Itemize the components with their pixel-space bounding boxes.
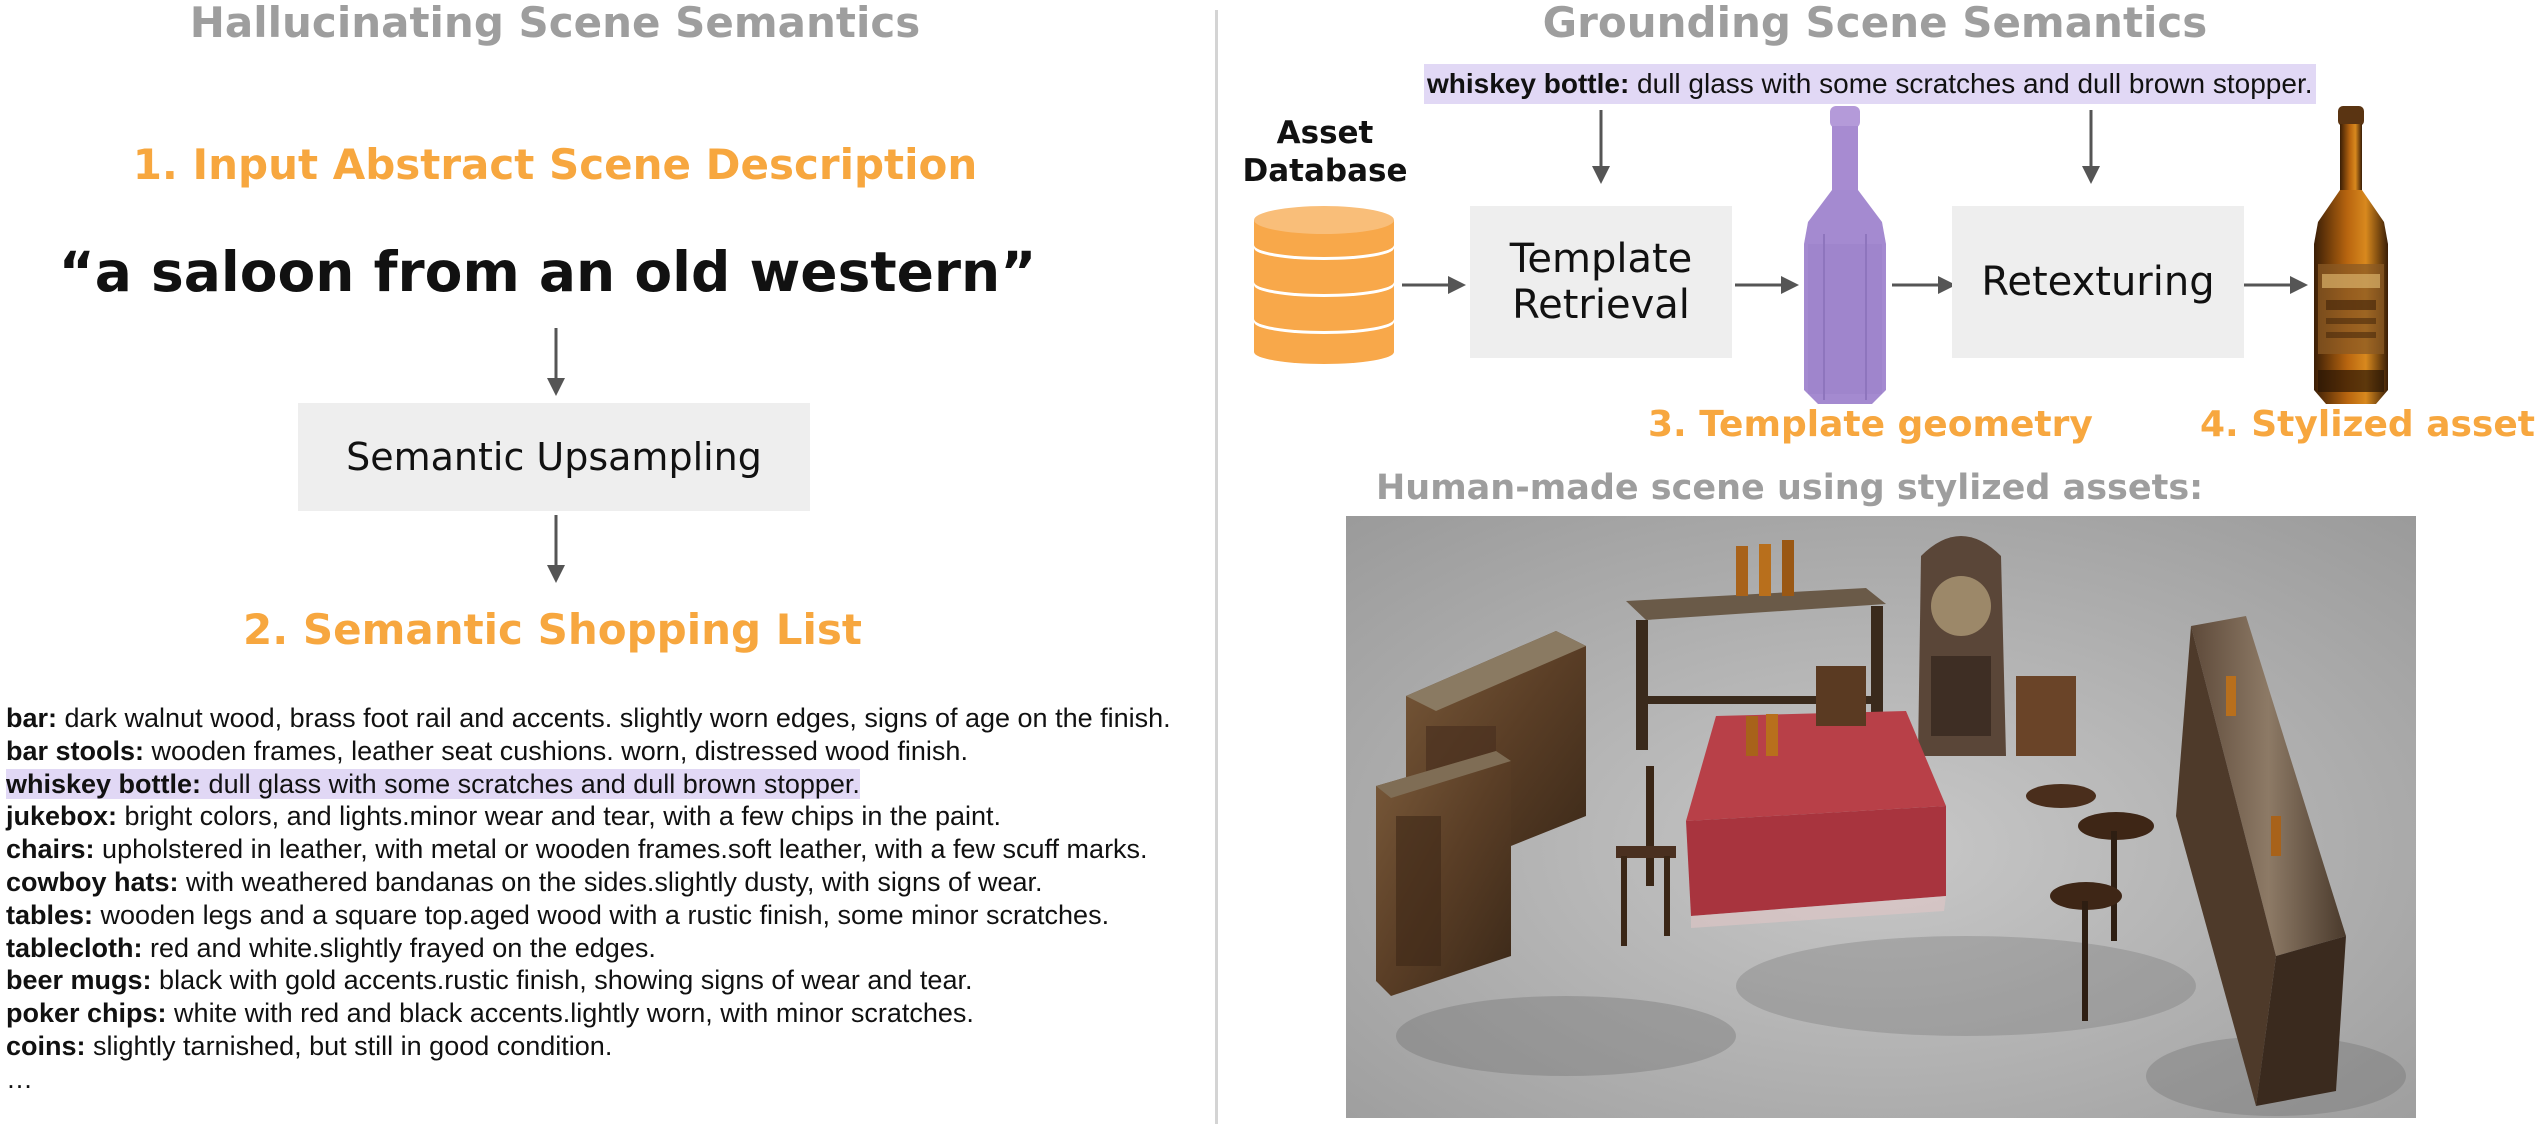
- item-desc: white with red and black accents.lightly…: [166, 998, 974, 1029]
- list-item: beer mugs: black with gold accents.rusti…: [6, 964, 1206, 997]
- step3-title: 3. Template geometry: [1648, 404, 2093, 445]
- item-desc: wooden legs and a square top.aged wood w…: [93, 899, 1110, 930]
- step4-title: 4. Stylized asset: [2200, 404, 2535, 445]
- item-desc: black with gold accents.rustic finish, s…: [151, 965, 973, 996]
- list-item: cowboy hats: with weathered bandanas on …: [6, 866, 1206, 899]
- arrow-right-icon: [1892, 276, 1956, 294]
- template-retrieval-line1: Template: [1509, 236, 1693, 282]
- stylized-bottle-icon: [2314, 106, 2388, 404]
- item-name: cowboy hats:: [6, 866, 179, 897]
- scene-description-quote: “a saloon from an old western”: [58, 240, 1037, 304]
- arrow-down-icon: [547, 515, 565, 583]
- highlight-desc: dull glass with some scratches and dull …: [1629, 68, 2313, 99]
- item-name: jukebox:: [6, 801, 118, 832]
- item-desc: red and white.slightly frayed on the edg…: [142, 932, 656, 963]
- list-ellipsis: …: [6, 1063, 33, 1094]
- step1-title: 1. Input Abstract Scene Description: [132, 140, 978, 189]
- list-item: coins: slightly tarnished, but still in …: [6, 1030, 1206, 1063]
- arrow-right-icon: [2244, 276, 2308, 294]
- item-desc: slightly tarnished, but still in good co…: [85, 1030, 613, 1061]
- item-desc: dull glass with some scratches and dull …: [201, 768, 860, 799]
- item-desc: bright colors, and lights.minor wear and…: [117, 801, 1001, 832]
- list-item: poker chips: white with red and black ac…: [6, 997, 1206, 1030]
- arrow-right-icon: [1402, 276, 1466, 294]
- item-name: tablecloth:: [6, 932, 143, 963]
- item-name: bar:: [6, 703, 58, 733]
- item-name: whiskey bottle:: [6, 768, 202, 799]
- arrow-down-icon: [2082, 110, 2100, 184]
- left-section-title: Hallucinating Scene Semantics: [189, 0, 921, 47]
- section-divider: [1215, 10, 1218, 1124]
- saloon-scene-image: [1346, 516, 2416, 1118]
- step2-title: 2. Semantic Shopping List: [243, 605, 862, 654]
- list-item: chairs: upholstered in leather, with met…: [6, 833, 1206, 866]
- list-item: tablecloth: red and white.slightly fraye…: [6, 932, 1206, 965]
- item-name: coins:: [6, 1030, 86, 1061]
- list-item: tables: wooden legs and a square top.age…: [6, 899, 1206, 932]
- list-item: jukebox: bright colors, and lights.minor…: [6, 800, 1206, 833]
- semantic-upsampling-label: Semantic Upsampling: [346, 435, 762, 479]
- shopping-list: bar: dark walnut wood, brass foot rail a…: [6, 702, 1206, 1096]
- item-desc: with weathered bandanas on the sides.sli…: [178, 866, 1043, 897]
- item-desc: dark walnut wood, brass foot rail and ac…: [57, 703, 1171, 733]
- asset-database-label: Asset Database: [1225, 114, 1425, 190]
- right-section-title: Grounding Scene Semantics: [1542, 0, 2208, 47]
- semantic-upsampling-box: Semantic Upsampling: [298, 403, 810, 511]
- template-retrieval-box: Template Retrieval: [1470, 206, 1732, 358]
- arrow-down-icon: [1592, 110, 1610, 184]
- asset-database-line2: Database: [1242, 153, 1408, 189]
- item-name: tables:: [6, 899, 94, 930]
- item-desc: upholstered in leather, with metal or wo…: [94, 834, 1148, 865]
- item-desc: wooden frames, leather seat cushions. wo…: [144, 735, 968, 766]
- highlight-label: whiskey bottle:: [1427, 68, 1630, 99]
- retexturing-box: Retexturing: [1952, 206, 2244, 358]
- arrow-right-icon: [1735, 276, 1799, 294]
- template-bottle-icon: [1804, 106, 1886, 404]
- list-item: bar stools: wooden frames, leather seat …: [6, 735, 1206, 768]
- database-icon: [1254, 206, 1394, 364]
- arrow-down-icon: [547, 328, 565, 396]
- item-name: bar stools:: [6, 735, 145, 766]
- item-name: beer mugs:: [6, 965, 152, 996]
- asset-database-line1: Asset: [1276, 115, 1374, 151]
- item-name: chairs:: [6, 834, 95, 865]
- list-item: bar: dark walnut wood, brass foot rail a…: [6, 702, 1206, 735]
- retexturing-label: Retexturing: [1981, 259, 2215, 305]
- scene-caption: Human-made scene using stylized assets:: [1376, 468, 2204, 508]
- item-name: poker chips:: [6, 998, 167, 1029]
- list-item-highlighted: whiskey bottle: dull glass with some scr…: [6, 768, 1206, 801]
- whiskey-bottle-highlight: whiskey bottle: dull glass with some scr…: [1424, 64, 2316, 104]
- template-retrieval-line2: Retrieval: [1512, 282, 1690, 328]
